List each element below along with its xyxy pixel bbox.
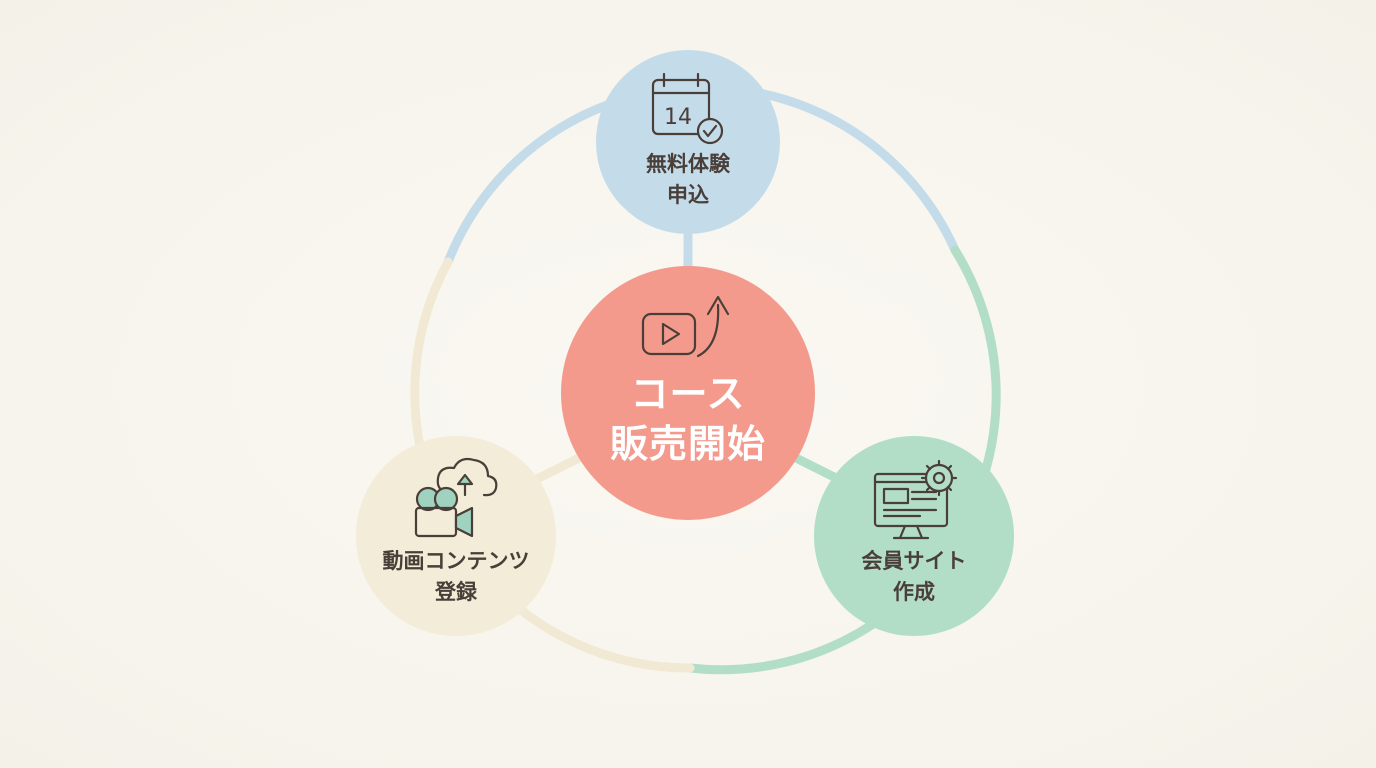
node-left-label-line2: 登録 xyxy=(435,580,477,604)
video-play-arrow-icon xyxy=(641,295,730,358)
calendar-day-text: 14 xyxy=(664,105,692,130)
node-right-circle xyxy=(814,436,1014,636)
center-label-line2: 販売開始 xyxy=(609,422,766,466)
node-right-label-line2: 作成 xyxy=(893,580,935,604)
calendar-check-icon: 14 xyxy=(651,72,724,145)
monitor-gear-icon xyxy=(873,459,958,540)
node-top-label: 無料体験 申込 xyxy=(588,149,788,211)
center-circle xyxy=(561,266,815,520)
node-top-circle xyxy=(596,50,780,234)
node-left-label: 動画コンテンツ 登録 xyxy=(341,546,571,608)
camera-cloud-upload-icon xyxy=(414,457,498,538)
node-right-label-line1: 会員サイト xyxy=(861,549,967,573)
spoke-left xyxy=(530,450,590,485)
node-top-label-line2: 申込 xyxy=(667,183,709,207)
center-label-line1: コース xyxy=(630,372,746,416)
node-top-label-line1: 無料体験 xyxy=(646,152,730,176)
node-right-label: 会員サイト 作成 xyxy=(814,546,1014,608)
center-label: コース 販売開始 xyxy=(568,369,808,469)
node-left-label-line1: 動画コンテンツ xyxy=(382,549,530,573)
spoke-right xyxy=(785,450,845,485)
